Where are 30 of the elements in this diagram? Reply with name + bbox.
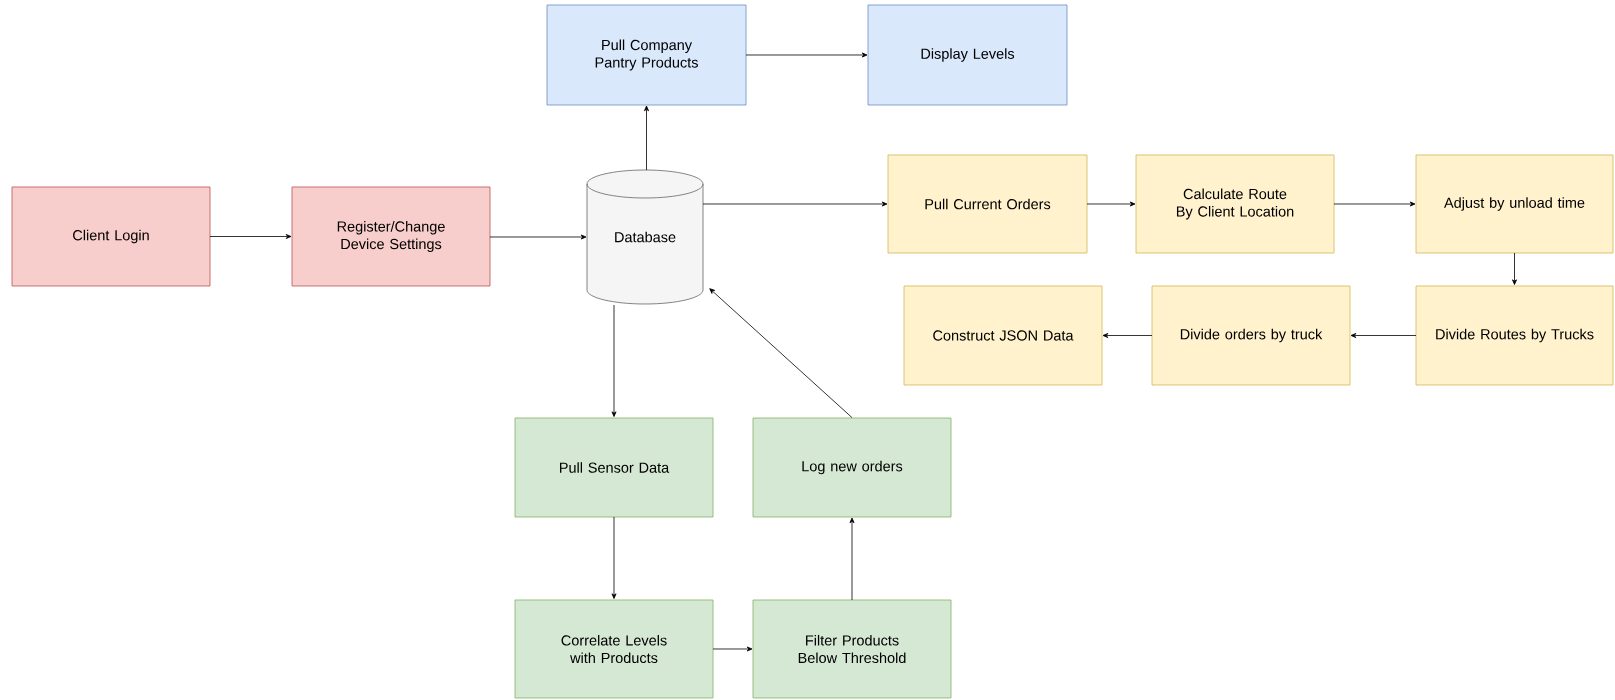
process-box: Display Levels xyxy=(867,4,1068,106)
process-box: Pull Sensor Data xyxy=(514,417,714,518)
arrow xyxy=(1333,201,1416,207)
arrow xyxy=(702,201,888,207)
process-box: Correlate Levels with Products xyxy=(514,599,714,699)
process-box: Client Login xyxy=(11,186,211,287)
process-box: Adjust by unload time xyxy=(1415,154,1614,254)
process-box: Calculate Route By Client Location xyxy=(1135,154,1335,254)
database-cylinder: Database xyxy=(586,169,704,305)
arrow xyxy=(849,517,855,601)
process-box: Filter Products Below Threshold xyxy=(752,599,952,699)
arrow xyxy=(1512,252,1517,285)
process-box: Pull Company Pantry Products xyxy=(546,4,747,106)
arrow xyxy=(709,288,853,418)
process-box: Construct JSON Data xyxy=(903,285,1103,386)
arrow xyxy=(489,234,587,240)
process-box: Divide Routes by Trucks xyxy=(1415,285,1614,386)
process-box: Log new orders xyxy=(752,417,952,518)
process-box: Pull Current Orders xyxy=(887,154,1088,254)
arrow xyxy=(745,52,868,58)
arrow xyxy=(611,304,617,417)
arrow xyxy=(1350,333,1417,338)
arrow xyxy=(1102,333,1153,338)
arrow xyxy=(712,646,753,652)
arrow xyxy=(209,234,292,239)
process-box: Register/Change Device Settings xyxy=(291,186,491,287)
process-box: Divide orders by truck xyxy=(1151,285,1351,386)
arrow xyxy=(644,105,649,171)
arrow xyxy=(1086,201,1136,207)
arrow xyxy=(611,516,617,599)
